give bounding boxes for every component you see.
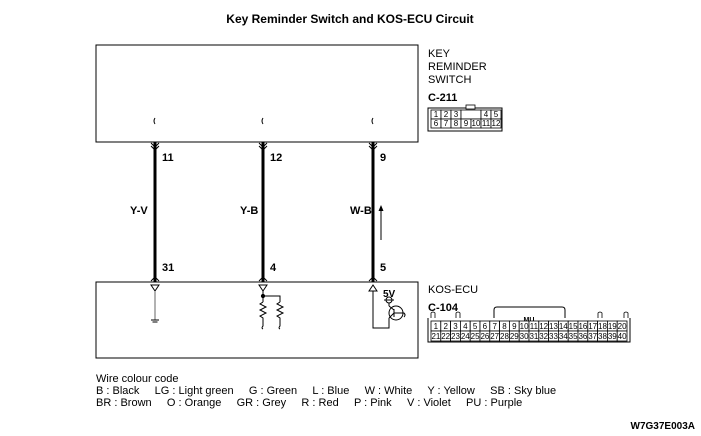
pin-number: 35: [569, 332, 578, 341]
pin-number: 6: [434, 119, 439, 128]
legend-title: Wire colour code: [96, 373, 179, 385]
pin-number: 5: [473, 322, 478, 331]
top-name-line-1: KEY: [428, 48, 451, 60]
pin-number: 2: [443, 322, 448, 331]
pin-number: 25: [471, 332, 480, 341]
wire-2-top-pin: 12: [270, 152, 282, 164]
pin-number: 9: [512, 322, 517, 331]
top-name-line-3: SWITCH: [428, 74, 471, 86]
connector-tag: MU: [524, 317, 535, 324]
wire-2-bottom-pin: 4: [270, 262, 277, 274]
wire-2-color-code: Y-B: [240, 205, 258, 217]
pin-number: 23: [451, 332, 460, 341]
pin-number: 4: [484, 110, 489, 119]
wire-3-color-code: W-B: [350, 205, 372, 217]
wire-1-color-code: Y-V: [130, 205, 148, 217]
wire-3-top-pin: 9: [380, 152, 386, 164]
pin-number: 11: [530, 322, 539, 331]
kos-ecu-box: [95, 281, 419, 359]
pin-number: 7: [492, 322, 497, 331]
pin-number: 31: [529, 332, 538, 341]
pin-number: 10: [472, 119, 481, 128]
pin-number: 12: [539, 322, 548, 331]
connector-pin: [616, 330, 628, 342]
pin-number: 11: [482, 119, 491, 128]
resistor-icon: [258, 301, 268, 330]
top-connector-id: C-211: [428, 92, 457, 104]
pin-number: 19: [608, 322, 617, 331]
pin-number: 8: [454, 119, 459, 128]
resistor-icon: [275, 301, 285, 330]
pin-number: 13: [549, 322, 558, 331]
pin-number: 21: [431, 332, 440, 341]
pin-number: 8: [502, 322, 507, 331]
pin-number: 10: [520, 322, 529, 331]
pin-number: 33: [549, 332, 558, 341]
pin-number: 6: [483, 322, 488, 331]
key-reminder-switch-box: [95, 44, 419, 143]
pin-number: 37: [588, 332, 597, 341]
bottom-name: KOS-ECU: [428, 284, 478, 296]
pin-number: 38: [598, 332, 607, 341]
pin-number: 29: [510, 332, 519, 341]
pin-number: 20: [618, 322, 627, 331]
pin-number: 16: [578, 322, 587, 331]
top-name-line-2: REMINDER: [428, 61, 487, 73]
connector-chevron-icon: [368, 142, 378, 151]
pin-number: 1: [434, 322, 439, 331]
pin-number: 26: [480, 332, 489, 341]
legend-line-2: BR : Brown O : Orange GR : Grey R : Red …: [96, 397, 522, 409]
supply-voltage-label: 5V: [383, 289, 396, 300]
connector-chevron-icon: [258, 142, 268, 151]
connector-chevron-icon: [150, 142, 160, 151]
connector-chevron-icon: [150, 276, 160, 282]
pin-number: 22: [441, 332, 450, 341]
pin-number: 27: [490, 332, 499, 341]
terminal-stub-icon: [153, 117, 374, 125]
pin-number: 1: [434, 110, 439, 119]
bottom-connector-id: C-104: [428, 302, 459, 314]
pin-number: 12: [492, 119, 501, 128]
pin-number: 4: [463, 322, 468, 331]
wire-3-bottom-pin: 5: [380, 262, 386, 274]
pin-number: 3: [454, 110, 459, 119]
connector-pin: [490, 118, 502, 129]
figure-code: W7G37E003A: [631, 421, 695, 432]
pin-number: 24: [461, 332, 470, 341]
ground-icon: [151, 319, 159, 323]
pin-number: 39: [608, 332, 617, 341]
pin-number: 30: [520, 332, 529, 341]
pin-number: 7: [444, 119, 449, 128]
pin-number: 2: [444, 110, 449, 119]
pin-number: 3: [453, 322, 458, 331]
pin-number: 15: [569, 322, 578, 331]
wire-1-bottom-pin: 31: [162, 262, 174, 274]
connector-chevron-icon: [258, 276, 268, 282]
pin-number: 9: [464, 119, 469, 128]
legend-line-1: B : Black LG : Light green G : Green L :…: [96, 385, 556, 397]
pin-number: 5: [494, 110, 499, 119]
pin-number: 40: [618, 332, 627, 341]
pin-number: 17: [588, 322, 597, 331]
connector-chevron-icon: [368, 276, 378, 282]
pin-number: 14: [559, 322, 568, 331]
connector-pin: [460, 109, 482, 120]
wire-1-top-pin: 11: [162, 152, 174, 164]
pin-number: 36: [578, 332, 587, 341]
pin-number: 32: [539, 332, 548, 341]
diagram-title: Key Reminder Switch and KOS-ECU Circuit: [226, 12, 473, 26]
pin-number: 34: [559, 332, 568, 341]
pin-number: 28: [500, 332, 509, 341]
pin-number: 18: [598, 322, 607, 331]
